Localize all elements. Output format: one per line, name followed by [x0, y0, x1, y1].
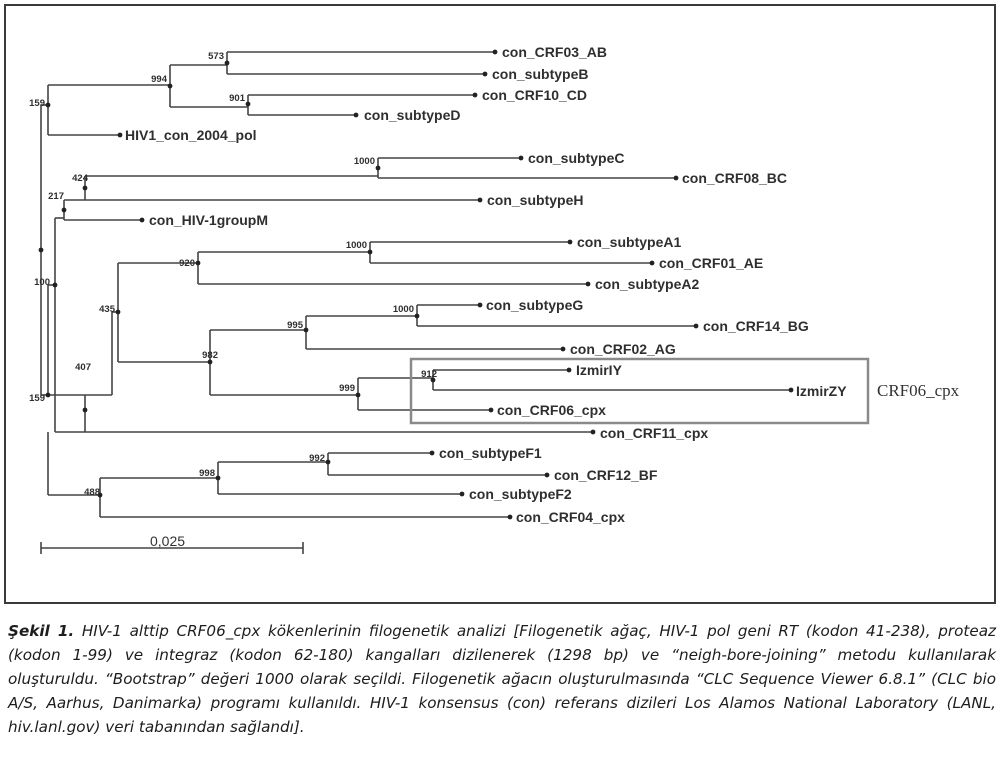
leaf-label: con_subtypeA2: [595, 276, 699, 292]
figure-caption: Şekil 1. HIV-1 alttip CRF06_cpx kökenler…: [8, 619, 996, 739]
bootstrap-value: 982: [202, 350, 218, 361]
tree-branches: [40, 51, 791, 518]
scale-bar: [40, 542, 304, 554]
leaf-label: con_subtypeF2: [469, 486, 572, 502]
leaf-label: HIV1_con_2004_pol: [125, 127, 257, 143]
leaf-label: con_CRF04_cpx: [516, 509, 625, 525]
bootstrap-value: 488: [84, 487, 100, 498]
phylogenetic-tree: con_CRF03_AB con_subtypeB con_CRF10_CD c…: [29, 44, 960, 554]
bootstrap-value: 217: [48, 191, 64, 202]
leaf-label: con_subtypeC: [528, 150, 624, 166]
bootstrap-value: 998: [199, 468, 215, 479]
leaf-label: con_HIV-1groupM: [149, 212, 268, 228]
leaf-label: IzmirZY: [796, 383, 847, 399]
leaf-label: con_CRF02_AG: [570, 341, 676, 357]
bootstrap-value: 995: [287, 320, 304, 331]
leaf-label: con_subtypeG: [486, 297, 583, 313]
scale-bar-label: 0,025: [150, 533, 185, 549]
leaf-label: con_CRF01_AE: [659, 255, 763, 271]
bootstrap-value: 159: [29, 98, 45, 109]
leaf-label: IzmirIY: [576, 362, 623, 378]
bootstrap-value: 901: [229, 93, 246, 104]
caption-label: Şekil 1.: [8, 622, 75, 640]
bootstrap-value: 407: [75, 362, 91, 373]
bootstrap-value: 920: [179, 258, 195, 269]
leaf-label: con_CRF14_BG: [703, 318, 809, 334]
leaf-label: con_CRF12_BF: [554, 467, 658, 483]
clade-box-label: CRF06_cpx: [877, 381, 960, 400]
leaf-label: con_subtypeB: [492, 66, 588, 82]
bootstrap-value: 159: [29, 393, 45, 404]
bootstrap-value: 1000: [354, 156, 375, 167]
leaf-label: con_CRF06_cpx: [497, 402, 606, 418]
bootstrap-value: 100: [34, 277, 50, 288]
bootstrap-value: 573: [208, 51, 224, 62]
bootstrap-value: 1000: [393, 304, 414, 315]
caption-text: HIV-1 alttip CRF06_cpx kökenlerinin filo…: [8, 622, 996, 736]
bootstrap-value: 912: [421, 369, 437, 380]
bootstrap-value: 992: [309, 453, 325, 464]
leaf-label: con_subtypeH: [487, 192, 583, 208]
bootstrap-value: 994: [151, 74, 168, 85]
bootstrap-value: 435: [99, 304, 116, 315]
bootstrap-value: 424: [72, 173, 89, 184]
bootstrap-value: 1000: [346, 240, 367, 251]
tree-nodes: [38, 49, 794, 520]
clade-highlight-box: [409, 357, 870, 425]
leaf-label: con_subtypeA1: [577, 234, 681, 250]
leaf-label: con_CRF08_BC: [682, 170, 787, 186]
leaf-label: con_CRF10_CD: [482, 87, 587, 103]
leaf-label: con_subtypeF1: [439, 445, 542, 461]
bootstrap-value: 999: [339, 383, 355, 394]
leaf-label: con_subtypeD: [364, 107, 460, 123]
leaf-label: con_CRF11_cpx: [600, 425, 708, 441]
leaf-label: con_CRF03_AB: [502, 44, 607, 60]
